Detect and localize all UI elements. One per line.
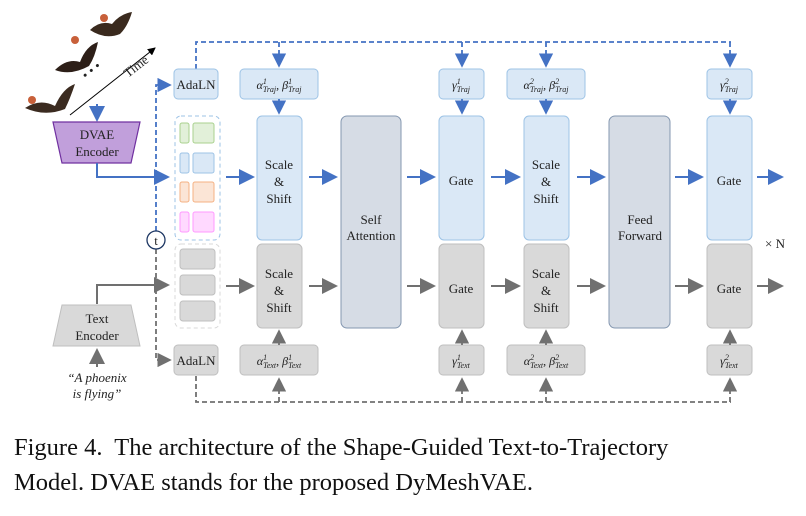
timestep-node: [146, 230, 166, 250]
svg-text:Encoder: Encoder: [75, 144, 119, 159]
svg-text:DVAE: DVAE: [80, 127, 114, 142]
svg-text:Gate: Gate: [449, 281, 474, 296]
svg-text:Forward: Forward: [618, 228, 663, 243]
svg-text:Gate: Gate: [449, 173, 474, 188]
self-attention-block: Self Attention: [340, 115, 402, 329]
svg-text:Self: Self: [361, 212, 383, 227]
prompt-text: is flying”: [73, 386, 122, 401]
svg-text:Scale: Scale: [532, 266, 560, 281]
svg-text:&: &: [541, 174, 551, 189]
svg-text:&: &: [274, 283, 284, 298]
feed-forward-block: Feed Forward: [608, 115, 671, 329]
svg-text:Scale: Scale: [265, 157, 293, 172]
svg-text:Feed: Feed: [627, 212, 653, 227]
trajectory-tokens: [174, 115, 221, 241]
scale-shift-traj-1: Scale & Shift: [256, 115, 303, 241]
text-encoder: Text Encoder: [52, 304, 141, 347]
phoenix-sequence-image: • • •: [25, 12, 132, 113]
svg-text:&: &: [274, 174, 284, 189]
gate-text-2: Gate: [706, 243, 753, 329]
svg-text:Shift: Shift: [533, 191, 559, 206]
gate-text-1: Gate: [438, 243, 485, 329]
svg-text:Scale: Scale: [265, 266, 293, 281]
adaln-text: AdaLN: [173, 344, 219, 376]
caption-line-1: Figure 4. The architecture of the Shape-…: [14, 434, 669, 461]
dvae-encoder: DVAE Encoder: [52, 121, 141, 164]
scale-shift-traj-2: Scale & Shift: [523, 115, 570, 241]
scale-shift-text-2: Scale & Shift: [523, 243, 570, 329]
svg-text:Text: Text: [86, 311, 109, 326]
svg-text:Shift: Shift: [533, 300, 559, 315]
figure-caption: Figure 4. The architecture of the Shape-…: [14, 430, 804, 500]
svg-text:AdaLN: AdaLN: [177, 353, 217, 368]
prompt-text: “A phoenix: [67, 370, 127, 385]
svg-text:Shift: Shift: [266, 191, 292, 206]
svg-text:Encoder: Encoder: [75, 328, 119, 343]
gate-traj-2: Gate: [706, 115, 753, 241]
svg-text:&: &: [541, 283, 551, 298]
adaln-trajectory: AdaLN: [173, 68, 219, 100]
svg-text:Attention: Attention: [346, 228, 396, 243]
timestep-label: t: [154, 233, 158, 248]
gate-traj-1: Gate: [438, 115, 485, 241]
time-axis-label: Time: [121, 52, 152, 81]
svg-text:AdaLN: AdaLN: [177, 77, 217, 92]
repeat-n-label: × N: [765, 236, 786, 251]
svg-text:Gate: Gate: [717, 281, 742, 296]
svg-text:Gate: Gate: [717, 173, 742, 188]
caption-line-2: Model. DVAE stands for the proposed DyMe…: [14, 469, 533, 496]
svg-text:Scale: Scale: [532, 157, 560, 172]
svg-text:Shift: Shift: [266, 300, 292, 315]
scale-shift-text-1: Scale & Shift: [256, 243, 303, 329]
text-tokens: [174, 243, 221, 329]
